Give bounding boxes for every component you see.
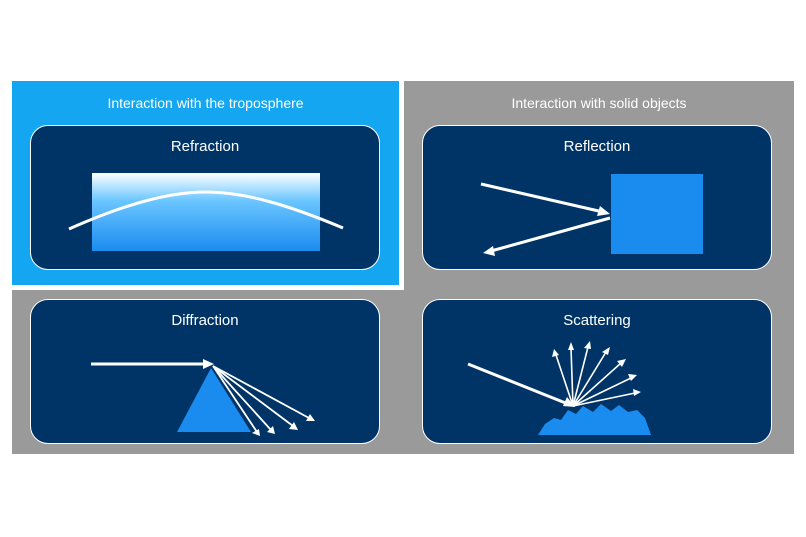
scattered-ray-2 [570, 347, 574, 407]
diffracted-arrowhead-3 [267, 426, 275, 434]
scattered-ray-1 [555, 354, 574, 407]
scattered-arrowhead-1 [552, 349, 559, 357]
troposphere-layer [92, 173, 320, 251]
diffraction-illustration [91, 359, 315, 436]
diffracted-ray-2 [212, 365, 294, 427]
scattered-arrowhead-3 [584, 341, 591, 349]
scattering-illustration [467, 341, 651, 435]
diffraction-title: Diffraction [171, 312, 239, 329]
scattered-ray-4 [572, 351, 607, 407]
scattered-arrowhead-2 [568, 342, 574, 350]
scattering-card: Scattering [422, 299, 772, 444]
scattered-arrowhead-4 [602, 347, 610, 355]
scattered-ray-6 [572, 377, 632, 407]
scattered-ray-7 [572, 392, 636, 407]
solid-block [611, 174, 703, 254]
diffracted-ray-1 [212, 365, 310, 419]
incident-ray [467, 362, 569, 406]
diffracted-ray-4 [212, 365, 258, 433]
incident-arrowhead [597, 206, 610, 216]
incident-ray [480, 182, 604, 214]
reflection-illustration [480, 174, 703, 256]
scattered-arrowhead-5 [617, 359, 626, 367]
scattered-ray-3 [572, 346, 589, 407]
refraction-title: Refraction [170, 138, 240, 155]
scattered-arrowhead-6 [628, 374, 637, 381]
reflection-title: Reflection [563, 138, 631, 155]
scattered-ray-5 [572, 362, 622, 407]
rough-surface [538, 404, 651, 435]
troposphere-section-title: Interaction with the troposphere [107, 95, 304, 111]
refraction-card: Refraction [30, 125, 380, 270]
scattering-title: Scattering [563, 312, 631, 329]
triangle-obstacle [177, 368, 251, 432]
reflected-ray [490, 216, 611, 253]
reflection-card: Reflection [422, 125, 772, 270]
refracted-ray [68, 190, 344, 231]
solid-objects-section-title: Interaction with solid objects [511, 95, 687, 111]
refraction-illustration [68, 173, 344, 251]
diffracted-arrowhead-2 [289, 422, 298, 430]
diffraction-card: Diffraction [30, 299, 380, 444]
diffracted-arrowhead-4 [252, 429, 260, 436]
incoming-arrowhead [203, 359, 214, 369]
diffracted-ray-3 [212, 365, 272, 431]
diffracted-arrowhead-1 [306, 414, 315, 421]
reflected-arrowhead [483, 246, 495, 256]
scattered-arrowhead-7 [633, 389, 641, 396]
